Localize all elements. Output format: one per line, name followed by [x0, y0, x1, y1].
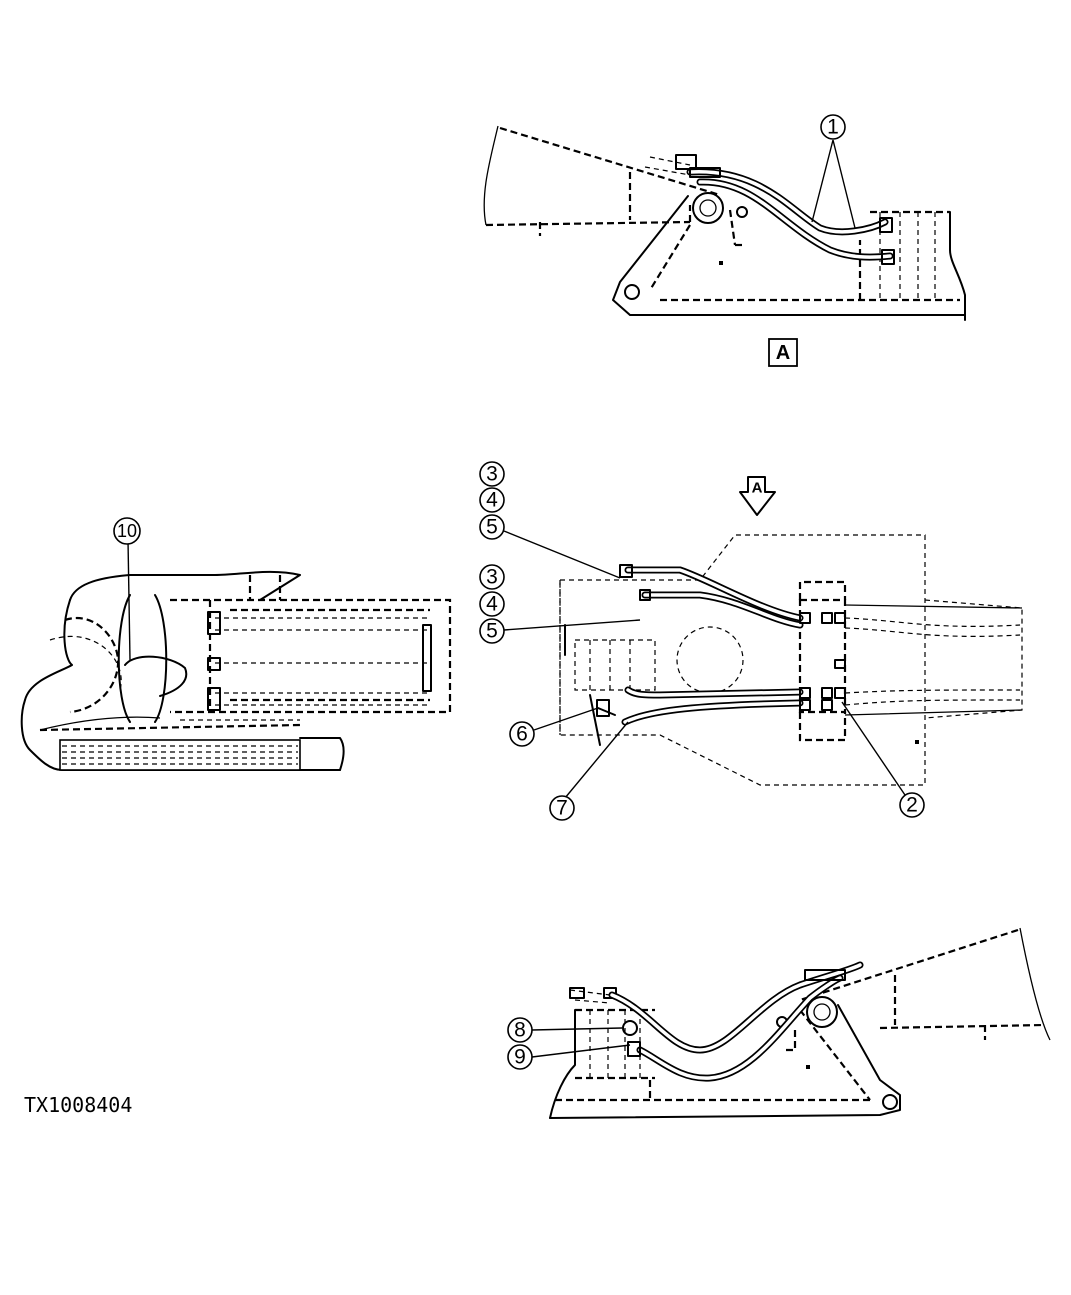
view-a-label-text: A [776, 342, 790, 364]
callout-7-number: 7 [556, 797, 568, 820]
callout-3-lower-number: 3 [486, 566, 498, 589]
callout-6-number: 6 [516, 723, 528, 746]
upperstructure-plan-view: 10 [20, 517, 452, 771]
callout-5-lower-number: 5 [486, 620, 498, 643]
callout-6: 6 [509, 721, 535, 747]
callout-9-number: 9 [514, 1046, 526, 1069]
view-a-label: A [768, 338, 798, 367]
callout-10-number: 10 [117, 521, 137, 541]
view-a-side-detail: 1 A [483, 114, 966, 367]
callout-5-upper-number: 5 [486, 516, 498, 539]
callout-1-number: 1 [827, 116, 839, 139]
callout-8: 8 [507, 1017, 533, 1043]
callout-2-number: 2 [906, 794, 918, 817]
callout-5-upper: 5 [479, 514, 505, 540]
view-arrow-a: A [739, 476, 776, 516]
callout-3-lower: 3 [479, 564, 505, 590]
callout-2: 2 [899, 792, 925, 818]
boom-plan-view: A [479, 461, 1023, 821]
callout-8-number: 8 [514, 1019, 526, 1042]
figure-id: TX1008404 [24, 1093, 132, 1117]
boom-foot-fittings [799, 612, 846, 711]
opposite-side-view: 8 9 [507, 927, 1051, 1119]
counterweight-pattern [62, 745, 298, 765]
callout-4-upper: 4 [479, 487, 505, 513]
callout-9: 9 [507, 1044, 533, 1070]
callout-3-upper-number: 3 [486, 463, 498, 486]
callout-3-upper: 3 [479, 461, 505, 487]
callout-1: 1 [820, 114, 846, 140]
callout-4-lower: 4 [479, 591, 505, 617]
view-arrow-label: A [752, 480, 763, 497]
callout-4-lower-number: 4 [486, 593, 498, 616]
callout-10: 10 [113, 517, 141, 545]
callout-4-upper-number: 4 [486, 489, 498, 512]
callout-7: 7 [549, 795, 575, 821]
callout-5-lower: 5 [479, 618, 505, 644]
